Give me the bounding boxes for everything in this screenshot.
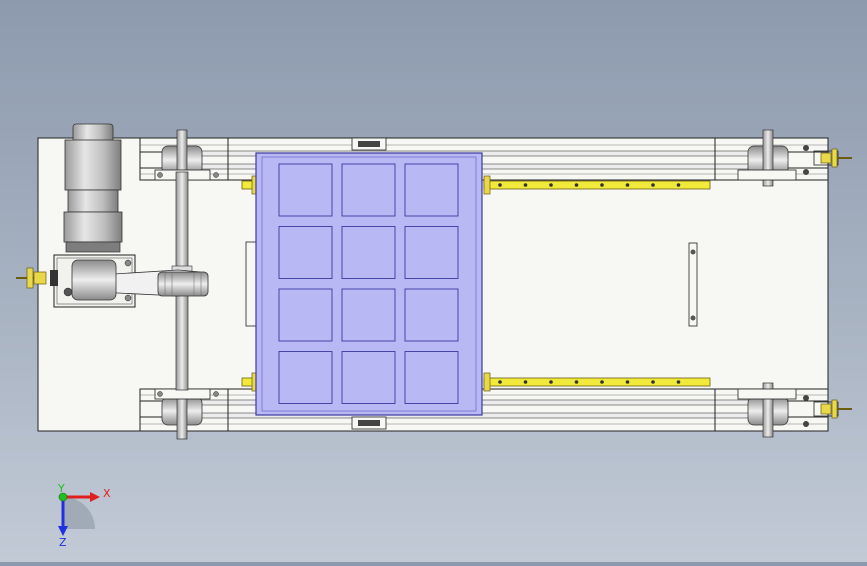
tray-cell	[404, 288, 459, 342]
rail-bolt	[549, 380, 553, 384]
tray-cell	[341, 226, 396, 279]
idler-pulley-top	[737, 129, 809, 187]
tray-cell	[278, 288, 333, 342]
rail-bolt	[625, 380, 630, 384]
z-axis-label: Z	[59, 536, 67, 549]
gear-motor	[63, 123, 132, 302]
y-axis-label: Y	[57, 482, 65, 495]
tensioner-bottom	[813, 399, 852, 419]
tray-cell	[341, 351, 396, 404]
carrier-tray	[255, 152, 483, 416]
tray-cell	[278, 351, 333, 404]
rail-bolts	[498, 183, 681, 384]
tensioner-top	[813, 148, 852, 168]
linear-rail-top	[483, 175, 711, 195]
rail-bolt	[600, 183, 604, 187]
rail-bolt	[574, 183, 579, 187]
tray-cell	[404, 163, 459, 217]
tray-cell	[341, 163, 396, 217]
rail-bolt	[523, 183, 528, 187]
rail-bolt	[676, 380, 681, 384]
rail-bolt	[600, 380, 604, 384]
rail-bolt	[574, 380, 579, 384]
rail-bolt	[676, 183, 681, 187]
tray-cell	[404, 351, 459, 404]
tray-cell	[404, 226, 459, 279]
sensor-bracket	[688, 242, 698, 327]
rail-bolt	[625, 183, 630, 187]
linear-rail-bottom	[483, 372, 711, 392]
rail-bolt	[651, 380, 655, 384]
idler-pulley-bottom	[737, 382, 809, 438]
rail-bolt	[651, 183, 655, 187]
tray-cells	[278, 163, 459, 404]
tray-cell	[278, 226, 333, 279]
rail-bolt	[523, 380, 528, 384]
rail-bolt	[549, 183, 553, 187]
tray-cell	[341, 288, 396, 342]
axis-triad[interactable]: X Y Z	[57, 482, 111, 549]
tray-cell	[278, 163, 333, 217]
motor-tensioner	[16, 267, 58, 289]
rail-bolt	[498, 183, 502, 187]
rail-bolt	[498, 380, 502, 384]
x-axis-label: X	[103, 487, 111, 500]
tray-side-bracket	[245, 241, 257, 327]
